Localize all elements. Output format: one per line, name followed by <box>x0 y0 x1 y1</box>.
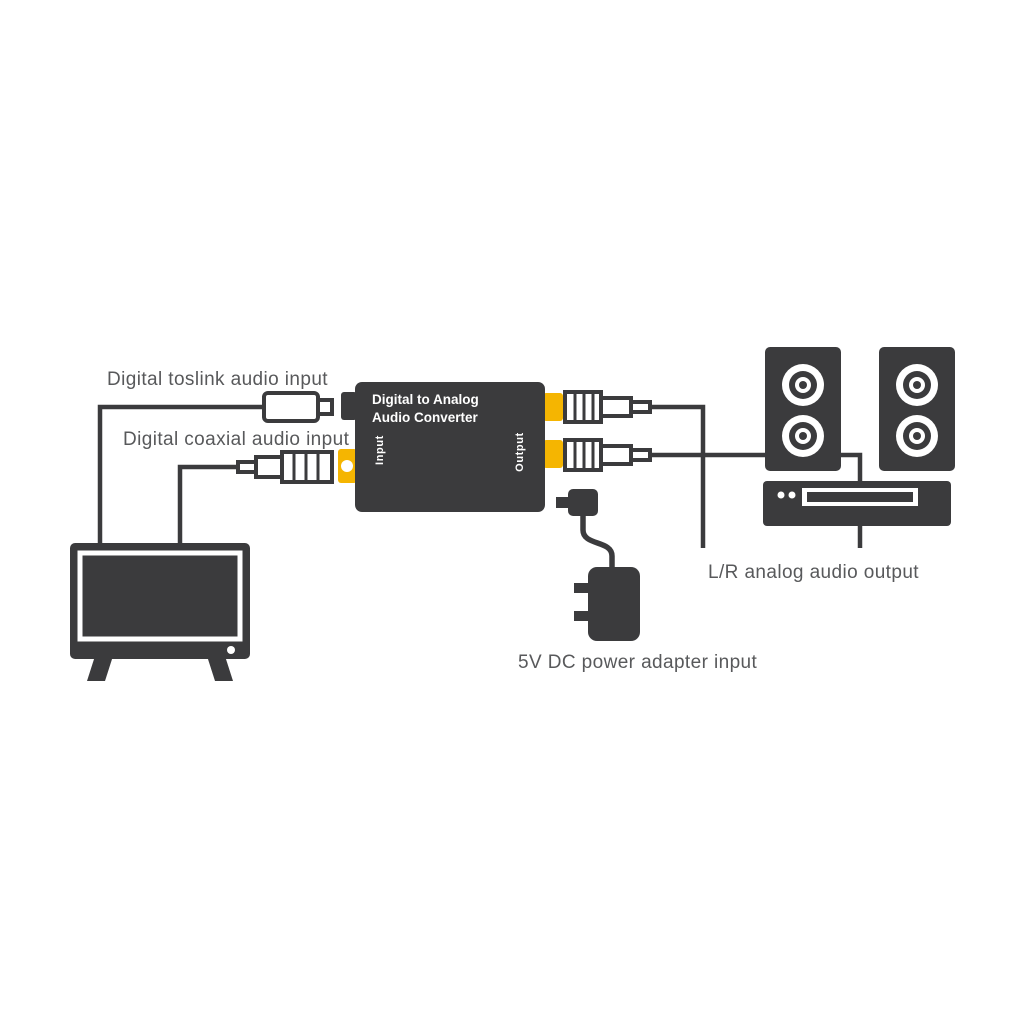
toslink-tip <box>316 398 334 416</box>
output-wire-top <box>648 404 706 548</box>
rca-plug-tip <box>629 400 652 414</box>
rca-plug-tip <box>629 448 652 462</box>
converter-output-label: Output <box>514 432 526 472</box>
coaxial-input-label: Digital coaxial audio input <box>123 429 350 450</box>
power-cable <box>580 514 615 569</box>
power-input-label: 5V DC power adapter input <box>518 652 758 673</box>
coaxial-wire <box>177 464 242 547</box>
power-adapter <box>556 489 640 641</box>
coaxial-jack-opening <box>341 460 353 472</box>
converter-input-label: Input <box>374 435 386 465</box>
toslink-wire <box>97 404 262 547</box>
output-jack-top <box>543 393 563 421</box>
coax-neck <box>254 455 286 479</box>
rca-plug-bottom <box>563 438 652 472</box>
adapter-prong-top <box>574 583 591 593</box>
adapter-body <box>588 567 640 641</box>
receiver-knob <box>788 491 796 499</box>
toslink-body <box>262 391 320 423</box>
tv-leg-left <box>87 656 113 681</box>
converter-title-line2: Audio Converter <box>372 410 479 425</box>
receiver-knob <box>777 491 785 499</box>
adapter-prong-bottom <box>574 611 591 621</box>
speaker-left <box>765 347 841 471</box>
speaker-driver-cap <box>799 381 807 389</box>
coaxial-connector <box>236 450 334 484</box>
tv-body <box>70 543 250 659</box>
toslink-port <box>341 392 357 420</box>
audio-converter: Digital to Analog Audio Converter Input … <box>338 382 563 512</box>
rca-plug-body <box>599 444 633 466</box>
tv-leg-right <box>207 656 233 681</box>
toslink-connector <box>262 391 334 423</box>
converter-body <box>355 382 545 512</box>
tv-screen <box>77 550 243 642</box>
dc-plug-tip <box>556 497 570 508</box>
speaker-right <box>879 347 955 471</box>
output-jack-bottom <box>543 440 563 468</box>
toslink-input-label: Digital toslink audio input <box>107 369 328 390</box>
tv <box>70 543 250 681</box>
speaker-driver-cap <box>913 432 921 440</box>
speaker-driver-cap <box>913 381 921 389</box>
av-receiver <box>763 481 951 526</box>
rca-plug-top <box>563 390 652 424</box>
converter-title-line1: Digital to Analog <box>372 392 479 407</box>
rca-plug-body <box>599 396 633 418</box>
analog-output-label: L/R analog audio output <box>708 562 919 583</box>
tv-power-led <box>227 646 235 654</box>
speaker-driver-cap <box>799 432 807 440</box>
receiver-slot-inner <box>807 492 913 502</box>
dc-plug <box>568 489 598 516</box>
